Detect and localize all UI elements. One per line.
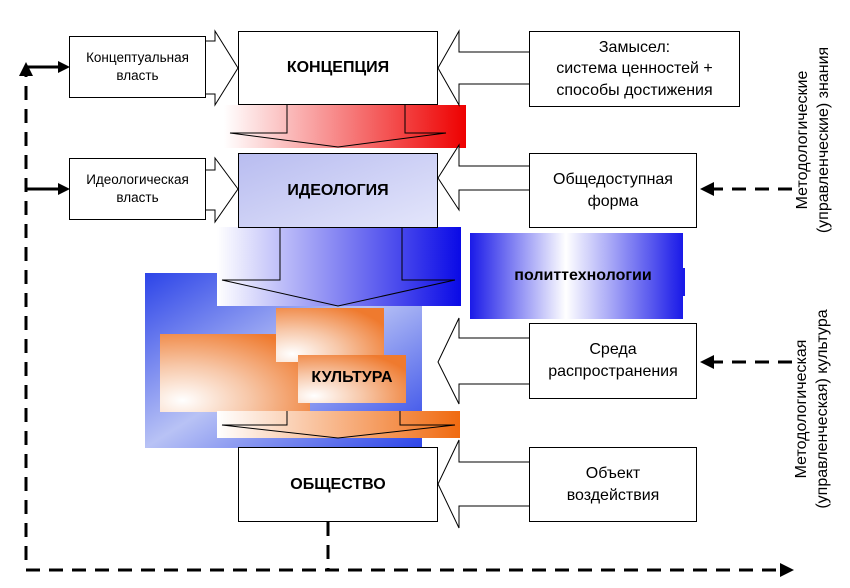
culture-tile [298, 355, 406, 403]
conceptual-power-box: Концептуальная власть [69, 36, 206, 98]
concept-label: КОНЦЕПЦИЯ [286, 59, 390, 77]
left-arrows [437, 29, 529, 529]
environment-box: Среда распространения [529, 323, 697, 399]
right-dashed-arrows [712, 187, 792, 364]
down-arrows [221, 105, 456, 439]
red-band [224, 105, 466, 148]
society-box [238, 447, 438, 522]
public-form-box: Общедоступная форма [529, 153, 697, 228]
loop-arrowhead-right [780, 563, 794, 577]
feedback-loop [24, 70, 790, 572]
idea-box: Замысел: система ценностей + способы дос… [529, 31, 740, 107]
ideology-label: ИДЕОЛОГИЯ [287, 181, 389, 199]
concept-box [238, 31, 438, 105]
politech-band [470, 233, 683, 319]
culture-tile [276, 308, 384, 362]
society-label: ОБЩЕСТВО [290, 475, 386, 493]
methodological-culture-label: Методологическая (управленческая) культу… [793, 309, 831, 509]
loop-arrowhead-up [19, 62, 33, 76]
politech-label: политтехнологии [514, 267, 652, 285]
blue-band [217, 227, 461, 306]
culture-label: КУЛЬТУРА [311, 369, 393, 387]
methodological-knowledge-label: Методологические (управленческие) знания [794, 46, 832, 234]
ideology-box [238, 153, 438, 228]
target-box: Объект воздействия [529, 447, 697, 522]
ideological-power-box: Идеологическая власть [69, 158, 206, 220]
